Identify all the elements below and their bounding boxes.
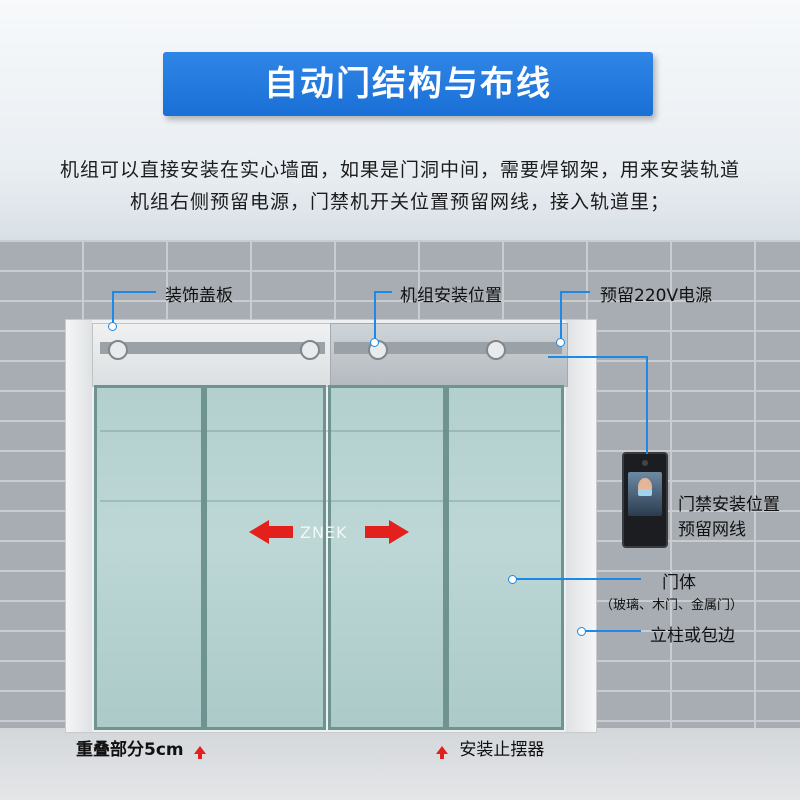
right-post bbox=[566, 320, 596, 732]
roller-wheel bbox=[108, 340, 128, 360]
arrow-right-icon bbox=[365, 526, 391, 538]
leader-line bbox=[560, 291, 590, 293]
network-wire bbox=[646, 356, 648, 454]
leader-line bbox=[112, 291, 114, 329]
glass-panel-fixed-left bbox=[94, 385, 204, 730]
decorative-cover bbox=[92, 323, 332, 387]
label-network-reserve: 预留网线 bbox=[678, 520, 746, 540]
label-cover: 装饰盖板 bbox=[165, 286, 233, 306]
arrow-up-icon bbox=[436, 746, 448, 759]
glass-reflection bbox=[100, 500, 560, 502]
left-post bbox=[66, 320, 92, 732]
floor bbox=[0, 728, 800, 800]
mask-icon bbox=[638, 489, 652, 496]
glass-panel-sliding-left bbox=[204, 385, 326, 730]
title-banner: 自动门结构与布线 bbox=[163, 52, 653, 116]
arrow-up-icon bbox=[193, 746, 206, 759]
brand-watermark: ZNEK bbox=[300, 523, 348, 542]
leader-line bbox=[583, 630, 641, 632]
leader-line bbox=[112, 291, 156, 293]
label-overlap: 重叠部分5cm bbox=[76, 735, 206, 760]
leader-dot bbox=[577, 627, 586, 636]
header-background bbox=[0, 0, 800, 240]
access-control-reader-icon bbox=[622, 452, 668, 548]
label-unit-position: 机组安装位置 bbox=[400, 286, 502, 306]
description-line-1: 机组可以直接安装在实心墙面，如果是门洞中间，需要焊钢架，用来安装轨道 bbox=[59, 159, 740, 181]
arrow-left-icon bbox=[249, 520, 269, 544]
page-title: 自动门结构与布线 bbox=[264, 64, 552, 104]
label-stopper-text: 安装止摆器 bbox=[459, 740, 545, 760]
leader-dot bbox=[508, 575, 517, 584]
arrow-right-icon bbox=[389, 520, 409, 544]
description-line-2: 机组右侧预留电源，门禁机开关位置预留网线，接入轨道里； bbox=[129, 191, 670, 213]
label-door-body-note: （玻璃、木门、金属门） bbox=[600, 598, 744, 613]
label-power: 预留220V电源 bbox=[600, 286, 713, 306]
label-door-body: 门体 bbox=[662, 573, 696, 593]
glass-panel-sliding-right bbox=[328, 385, 446, 730]
roller-wheel bbox=[486, 340, 506, 360]
glass-panel-fixed-right bbox=[446, 385, 564, 730]
door-operator-unit bbox=[330, 323, 568, 387]
label-stopper: 安装止摆器 bbox=[436, 735, 544, 760]
label-post: 立柱或包边 bbox=[650, 626, 735, 646]
leader-line bbox=[374, 291, 376, 343]
label-overlap-text: 重叠部分5cm bbox=[76, 740, 184, 760]
leader-line bbox=[560, 291, 562, 343]
track-rail-covered bbox=[100, 342, 325, 354]
reader-screen bbox=[628, 472, 662, 516]
leader-dot bbox=[556, 338, 565, 347]
network-wire bbox=[548, 356, 648, 358]
arrow-left-icon bbox=[267, 526, 293, 538]
glass-reflection bbox=[100, 430, 560, 432]
camera-icon bbox=[642, 460, 648, 466]
leader-dot bbox=[370, 338, 379, 347]
leader-line bbox=[513, 578, 641, 580]
leader-line bbox=[374, 291, 392, 293]
label-access-position: 门禁安装位置 bbox=[678, 495, 780, 515]
roller-wheel bbox=[300, 340, 320, 360]
leader-dot bbox=[108, 322, 117, 331]
